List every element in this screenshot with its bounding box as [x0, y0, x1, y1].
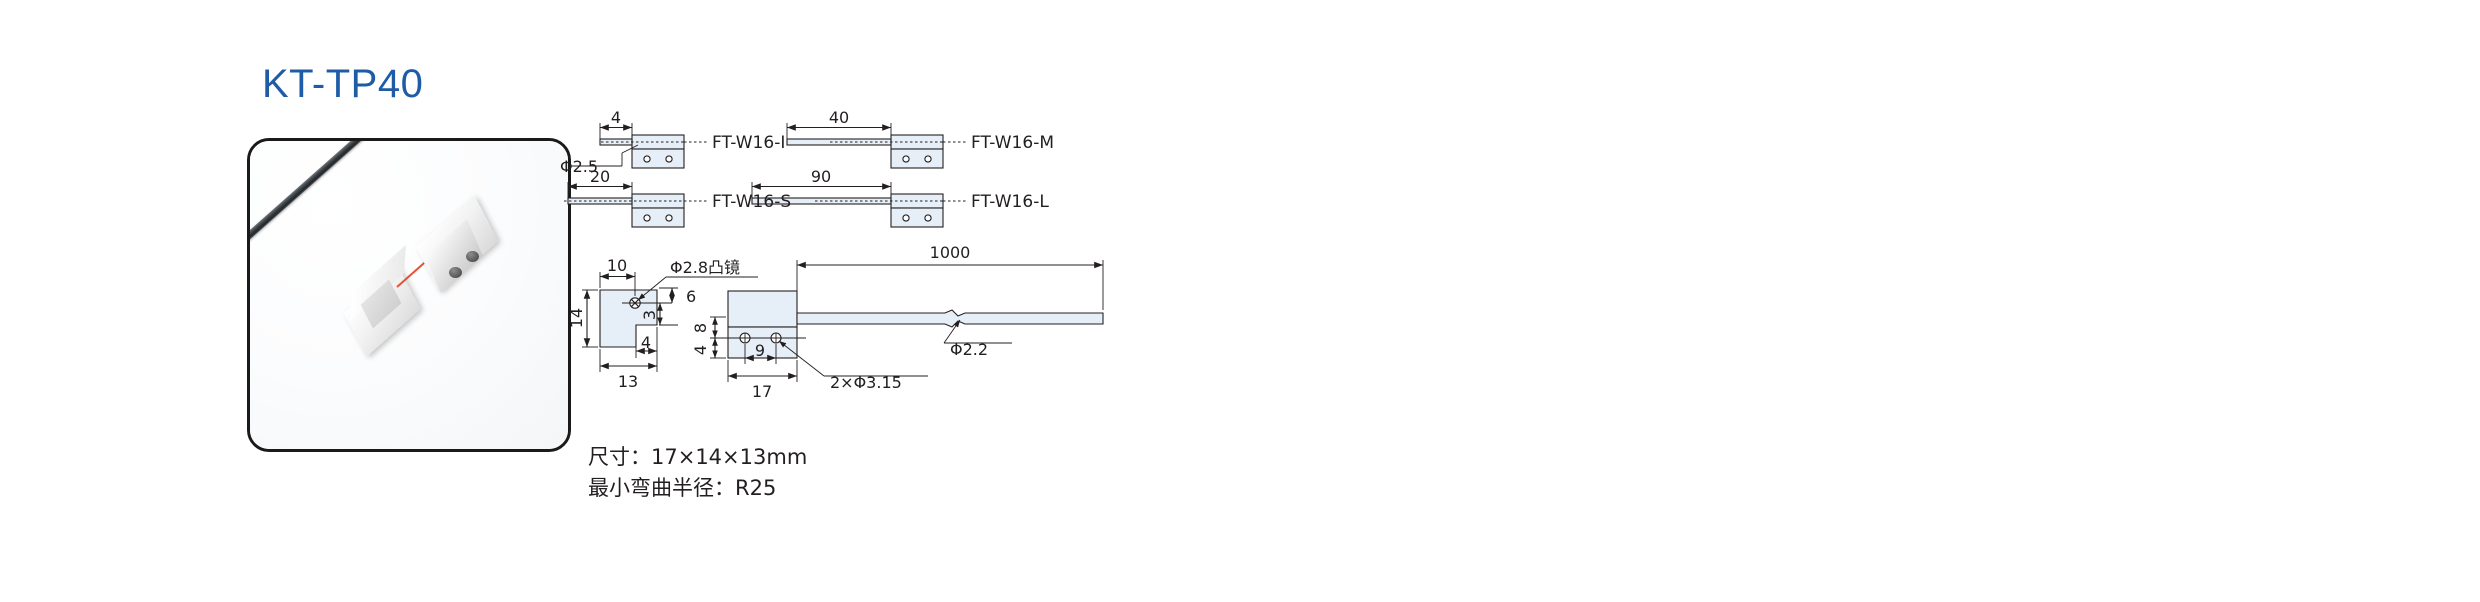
callout-phi-2-8-lens: Φ2.8凸镜 [670, 258, 740, 277]
page-title: KT-TP40 [262, 62, 424, 106]
callout-phi-2-5: Φ2.5 [560, 157, 598, 176]
variant-i-hole-2 [665, 155, 673, 163]
spec-bend-radius-line: 最小弯曲半径：R25 [588, 476, 777, 500]
variant-m-head-lower [890, 148, 944, 169]
cable-body [796, 309, 1104, 328]
mounting-hole-1 [449, 267, 462, 278]
callout-2x-phi-3-15: 2×Φ3.15 [830, 373, 902, 392]
variant-label-l: FT-W16-L [971, 192, 1049, 212]
variant-s-hole-2 [665, 214, 673, 222]
dim-foot: 4 [641, 333, 651, 352]
variant-i-head-lower [631, 148, 685, 169]
variant-label-s: FT-W16-S [712, 192, 791, 212]
dim-width-top: 10 [607, 256, 627, 275]
dim-lens-step: 3 [640, 310, 659, 320]
variant-m-hole-2 [924, 155, 932, 163]
mounting-hole-2 [466, 251, 479, 262]
dim-hole-pitch: 9 [755, 341, 765, 360]
callout-phi-2-2: Φ2.2 [950, 340, 988, 359]
dim-cable-length: 1000 [930, 243, 971, 262]
dim-lens-from-top: 6 [686, 287, 696, 306]
front-view-upper [727, 290, 798, 328]
variant-l-hole-1 [902, 214, 910, 222]
spec-size-line: 尺寸：17×14×13mm [588, 445, 808, 469]
dim-variant-i: 4 [611, 110, 621, 127]
dim-variant-m: 40 [829, 110, 849, 127]
variant-l-head-lower [890, 207, 944, 228]
variant-l-hole-2 [924, 214, 932, 222]
product-photo-frame [247, 138, 571, 452]
variant-i-hole-1 [643, 155, 651, 163]
dim-base: 13 [618, 372, 638, 391]
dim-hole-from-top: 8 [691, 323, 710, 333]
variant-m-hole-1 [902, 155, 910, 163]
side-view-profile [599, 289, 658, 348]
technical-drawing: FT-W16-I FT-W16-M FT-W16-S FT-W16-L 4 40… [560, 110, 1260, 440]
dim-body-width: 17 [752, 382, 772, 401]
variant-s-hole-1 [643, 214, 651, 222]
dim-height: 14 [567, 308, 586, 328]
variant-s-head-lower [631, 207, 685, 228]
variant-label-i: FT-W16-I [712, 133, 785, 153]
dim-variant-s: 20 [590, 167, 610, 186]
spec-text: 尺寸：17×14×13mm 最小弯曲半径：R25 [588, 442, 807, 504]
dim-hole-from-bottom: 4 [691, 345, 710, 355]
dim-variant-l: 90 [811, 167, 831, 186]
variant-label-m: FT-W16-M [971, 133, 1054, 153]
